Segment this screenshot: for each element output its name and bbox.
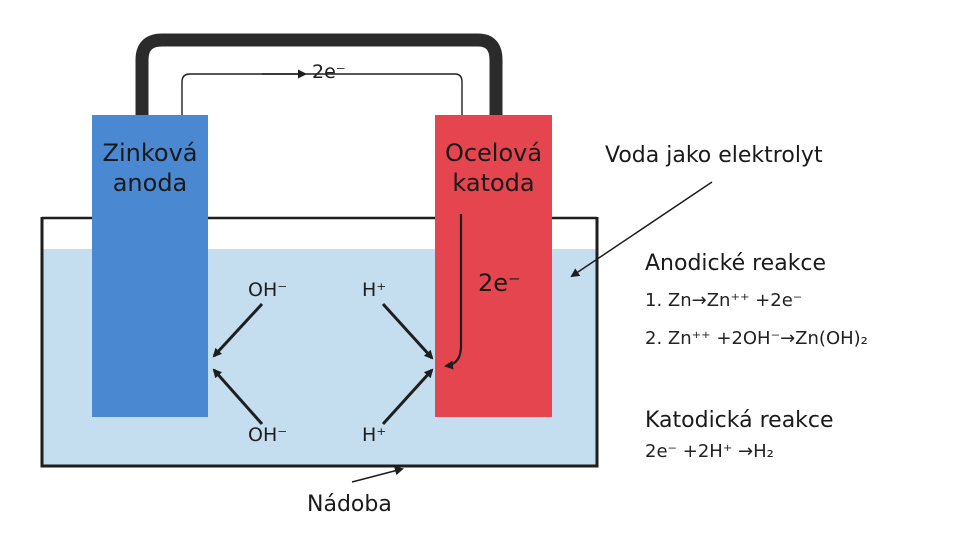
anode-label-line1: Zinková <box>102 139 198 167</box>
oh-top-arrow <box>212 302 264 358</box>
anodic-reaction-1: 1. Zn→Zn⁺⁺ +2e⁻ <box>645 290 803 311</box>
vessel-label: Nádoba <box>307 492 392 517</box>
oh-bottom-arrow <box>212 368 264 425</box>
h-ion-top: H⁺ <box>362 279 387 301</box>
vessel-outline <box>40 217 599 468</box>
steel-cathode <box>435 115 552 417</box>
h-top-arrow <box>381 302 434 360</box>
cathode-label-line2: katoda <box>452 169 535 197</box>
cathode-label-line1: Ocelová <box>444 139 543 167</box>
electron-flow-line <box>181 73 463 115</box>
anode-label-line2: anoda <box>112 169 188 197</box>
electrolyte-label: Voda jako elektrolyt <box>605 143 823 168</box>
h-ion-bottom: H⁺ <box>362 424 387 446</box>
anodic-reaction-2: 2. Zn⁺⁺ +2OH⁻→Zn(OH)₂ <box>645 328 868 349</box>
cathode-electron-label: 2e⁻ <box>478 269 521 297</box>
vessel-leader-line <box>351 466 404 483</box>
h-bottom-arrow <box>381 368 434 426</box>
oh-ion-top: OH⁻ <box>248 279 288 301</box>
electron-flow-label: 2e⁻ <box>312 61 346 83</box>
cathodic-reaction-title: Katodická reakce <box>645 408 834 433</box>
external-wire <box>135 33 503 118</box>
oh-ion-bottom: OH⁻ <box>248 424 288 446</box>
cathode-electron-arrow <box>444 214 463 370</box>
cathodic-reaction-1: 2e⁻ +2H⁺ →H₂ <box>645 441 774 462</box>
anodic-reactions-title: Anodické reakce <box>645 251 827 276</box>
zinc-anode <box>92 115 208 417</box>
electrolyte-leader-line <box>570 181 713 278</box>
